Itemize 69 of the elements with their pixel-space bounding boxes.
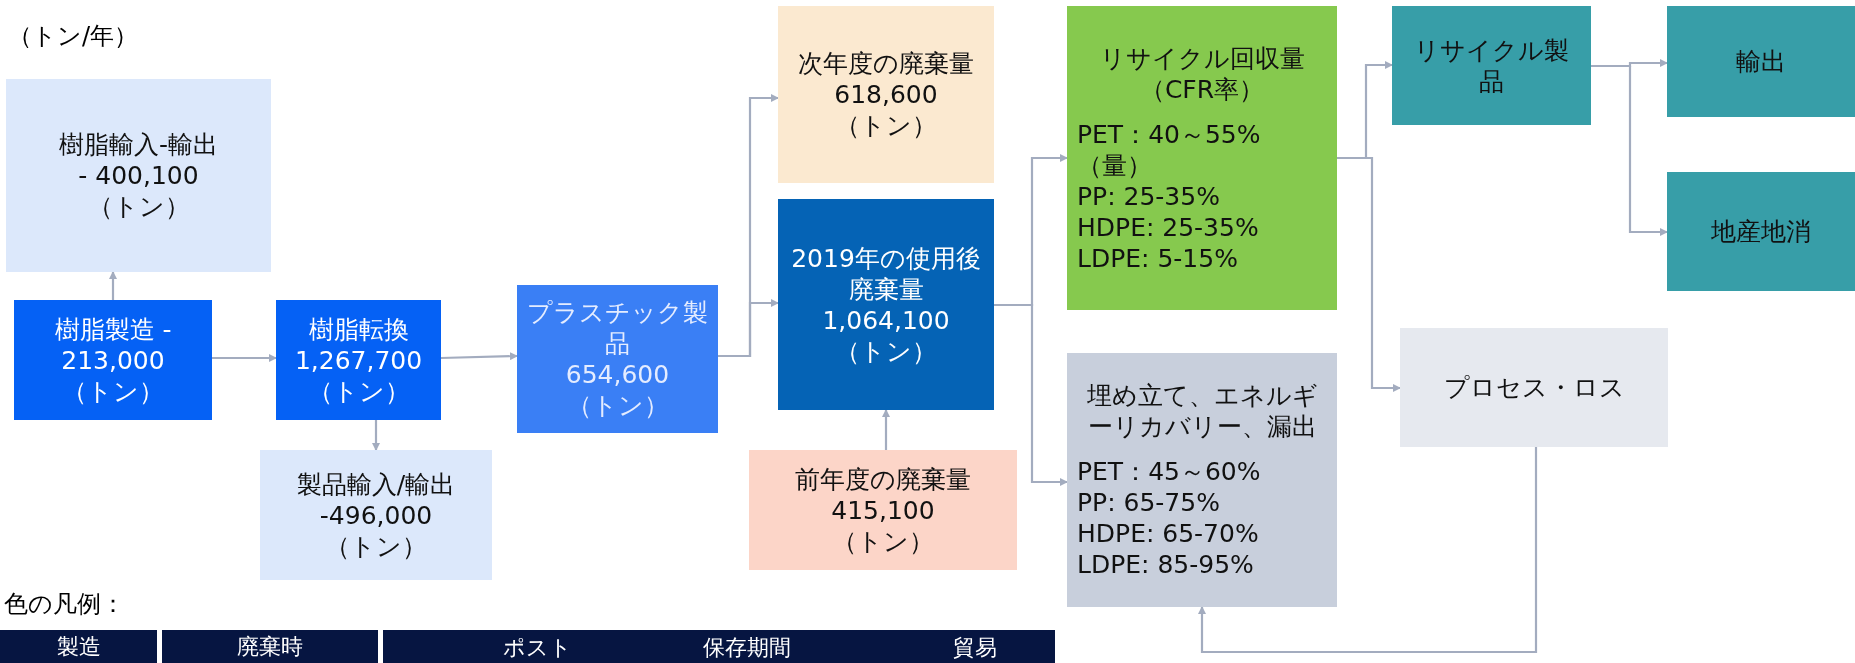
box-text: PP: 65-75% xyxy=(1077,487,1220,518)
arrow xyxy=(440,352,518,361)
box-text: 415,100 xyxy=(831,494,935,526)
box-text: - 400,100 xyxy=(78,160,199,191)
box-text: （トン） xyxy=(566,390,669,421)
box-text: （トン） xyxy=(62,375,164,407)
process-box xyxy=(14,300,212,420)
box-text: （トン） xyxy=(835,110,937,141)
box-text: LDPE: 5-15% xyxy=(1077,242,1238,274)
box-text: （トン） xyxy=(87,191,190,222)
box-text: 1,267,700 xyxy=(294,344,423,376)
legend-cell: 廃棄時 xyxy=(162,630,378,663)
box-text: 樹脂輸入-輸出 xyxy=(59,129,218,160)
arrow xyxy=(372,420,380,451)
box-text: リサイクル回収量（CFR率） xyxy=(1098,42,1306,105)
box-text: プラスチック製品 xyxy=(527,297,708,359)
arrow xyxy=(1198,447,1538,654)
box-text: （トン） xyxy=(832,525,934,557)
arrow xyxy=(1337,156,1401,392)
process-box xyxy=(1067,353,1337,607)
legend-heading: 色の凡例： xyxy=(4,589,125,620)
cell-text: ポスト xyxy=(503,634,572,662)
arrow xyxy=(718,299,779,358)
unit-note: （トン/年） xyxy=(8,21,139,52)
box-text: 樹脂製造 - xyxy=(54,313,172,345)
box-text: 1,064,100 xyxy=(822,304,950,336)
process-box xyxy=(1392,6,1591,125)
box-text: （トン） xyxy=(835,335,937,367)
arrow xyxy=(882,409,890,450)
process-box xyxy=(276,300,441,420)
box-text: 654,600 xyxy=(565,359,670,390)
arrow xyxy=(212,354,277,362)
process-box xyxy=(1667,172,1855,291)
process-box xyxy=(1400,328,1668,447)
box-text: （トン） xyxy=(307,375,410,407)
process-box xyxy=(1067,6,1337,310)
cell-text: 貿易 xyxy=(953,634,997,662)
process-box xyxy=(6,79,271,272)
box-text: 213,000 xyxy=(61,344,165,376)
box-text: HDPE: 65-70% xyxy=(1077,518,1259,549)
box-text: -496,000 xyxy=(319,499,433,531)
box-text: 製品輸入/輸出 xyxy=(296,468,456,500)
process-box xyxy=(749,450,1017,570)
box-text: プロセス・ロス xyxy=(1443,372,1625,403)
box-text: 前年度の廃棄量 xyxy=(795,463,971,495)
arrow xyxy=(1591,59,1668,68)
box-text: 618,600 xyxy=(834,79,938,110)
box-text: 次年度の廃棄量 xyxy=(798,48,974,79)
process-box xyxy=(778,199,994,410)
box-text: LDPE: 85-95% xyxy=(1077,549,1254,580)
arrow xyxy=(1628,66,1668,236)
legend-cell: 製造 xyxy=(0,630,157,663)
process-box xyxy=(260,450,492,580)
box-text: PP: 25-35% xyxy=(1077,180,1220,212)
box-text: PET：40～55%（量） xyxy=(1077,118,1262,181)
process-box xyxy=(778,6,994,183)
box-text: リサイクル製品 xyxy=(1413,34,1570,97)
box-text: （トン） xyxy=(325,530,427,562)
arrow xyxy=(109,271,117,300)
box-text: 輸出 xyxy=(1736,46,1786,77)
box-text: 2019年の使用後廃棄量 xyxy=(790,242,982,305)
box-text: 樹脂転換 xyxy=(308,313,409,345)
box-text: PET：45～60% xyxy=(1077,456,1261,487)
box-text: HDPE: 25-35% xyxy=(1077,211,1259,243)
process-box xyxy=(517,285,718,433)
process-box xyxy=(1667,6,1855,117)
box-text: 地産地消 xyxy=(1711,216,1811,247)
cell-text: 保存期間 xyxy=(703,634,791,662)
box-text: 埋め立て、エネルギーリカバリー、漏出 xyxy=(1085,380,1319,442)
